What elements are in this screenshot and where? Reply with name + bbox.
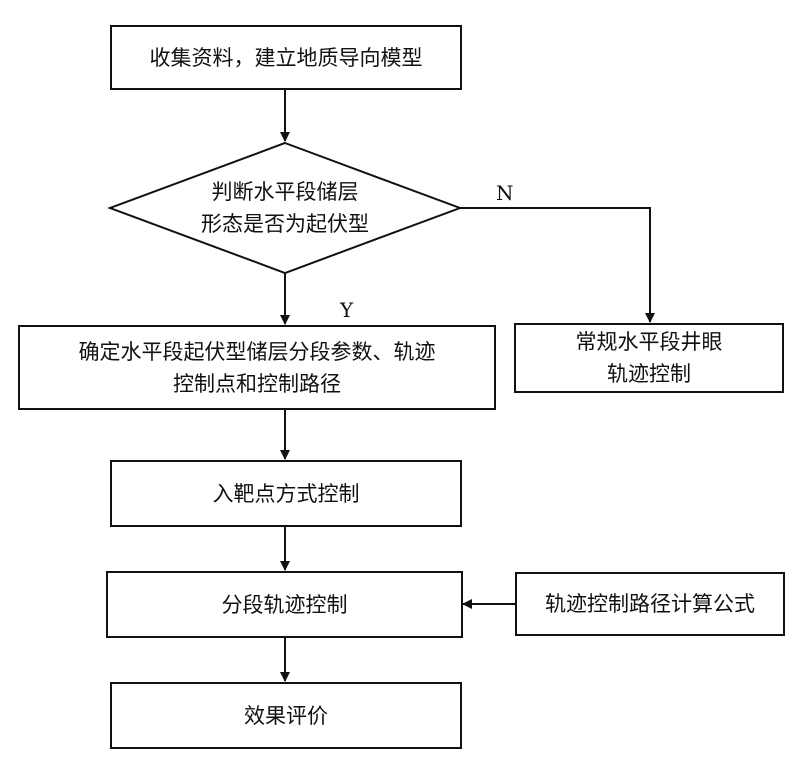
step-effect-evaluation: 效果评价 — [110, 682, 462, 749]
decision-text: 判断水平段储层 形态是否为起伏型 — [201, 180, 369, 236]
side-input-formula: 轨迹控制路径计算公式 — [515, 572, 785, 636]
step-target-entry-control: 入靶点方式控制 — [110, 460, 462, 527]
arrow-decision-to-no — [460, 207, 655, 323]
step-segment-trajectory-control: 分段轨迹控制 — [106, 571, 463, 638]
step-collect-data: 收集资料，建立地质导向模型 — [110, 25, 462, 90]
label-yes: Y — [340, 298, 354, 322]
label-no: N — [496, 181, 514, 205]
step-conventional-control: 常规水平段井眼 轨迹控制 — [514, 323, 784, 393]
step-undulating-parameters: 确定水平段起伏型储层分段参数、轨迹 控制点和控制路径 — [18, 325, 496, 410]
